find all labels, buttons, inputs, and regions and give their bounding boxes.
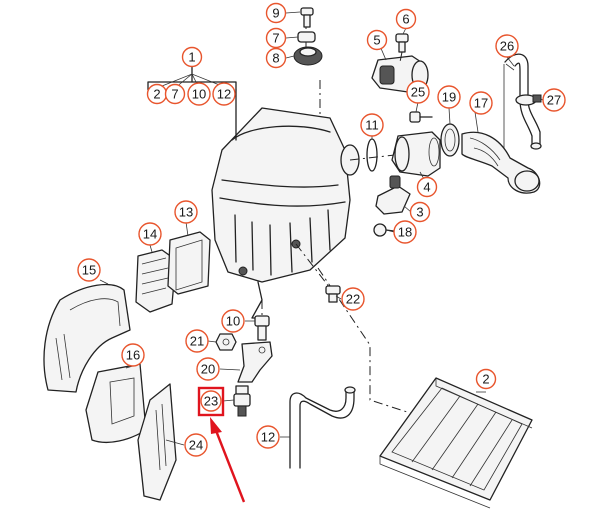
callout-label: 6	[402, 12, 409, 27]
callout-label: 19	[442, 90, 456, 105]
callout-label: 7	[272, 31, 279, 46]
callout-18: 18	[393, 220, 417, 244]
callout-9: 9	[265, 2, 287, 24]
screw-18	[373, 223, 395, 237]
callout-2-top: 2	[146, 83, 168, 105]
callout-10: 10	[221, 309, 245, 333]
spacer-7	[297, 31, 316, 43]
callout-21: 21	[185, 329, 209, 353]
callout-label: 3	[416, 205, 423, 220]
callout-4: 4	[416, 176, 438, 198]
callout-3: 3	[409, 201, 431, 223]
callout-2: 2	[475, 368, 497, 390]
callout-15: 15	[77, 258, 101, 282]
callout-label: 21	[190, 334, 204, 349]
callout-5: 5	[366, 29, 388, 51]
air-duct-15	[43, 283, 131, 393]
callout-10-top: 10	[187, 82, 211, 106]
assembly-line-housing-filter	[317, 267, 433, 421]
callout-label: 7	[171, 87, 178, 102]
callout-label: 25	[411, 85, 425, 100]
bracket-3	[375, 175, 411, 215]
nut-21	[215, 333, 237, 351]
callout-label: 8	[272, 51, 279, 66]
screw-25	[409, 111, 433, 123]
callout-25: 25	[406, 80, 430, 104]
callout-22: 22	[341, 287, 365, 311]
guide-panel-24	[137, 383, 177, 501]
callout-label: 17	[474, 96, 488, 111]
callout-label: 27	[547, 93, 561, 108]
drain-hose-12	[289, 386, 356, 469]
screw-6	[395, 33, 409, 53]
intake-hose-17	[461, 131, 541, 194]
callout-12: 12	[256, 425, 280, 449]
hose-clamp-19	[440, 123, 460, 157]
bolt-22	[325, 285, 341, 303]
callout-13: 13	[174, 200, 198, 224]
callout-20: 20	[196, 357, 220, 381]
screw-9	[300, 7, 314, 28]
gasket-14	[135, 249, 177, 313]
highlight-box	[197, 386, 225, 417]
callout-label: 4	[423, 180, 430, 195]
callout-7: 7	[265, 27, 287, 49]
temperature-sender-23	[233, 385, 251, 417]
callout-8: 8	[265, 47, 287, 69]
callout-7-top: 7	[164, 83, 186, 105]
callout-label: 16	[126, 348, 140, 363]
seal-ring-11	[366, 138, 378, 172]
callout-label: 5	[373, 33, 380, 48]
callout-label: 2	[153, 87, 160, 102]
callout-label: 11	[365, 118, 379, 133]
callout-label: 1	[188, 50, 195, 65]
callout-27: 27	[542, 88, 566, 112]
callout-label: 14	[143, 227, 157, 242]
hose-clamp-27	[515, 94, 542, 106]
callout-label: 13	[179, 205, 193, 220]
air-filter-housing	[211, 107, 360, 319]
callout-label: 10	[226, 314, 240, 329]
air-duct-16	[85, 363, 147, 444]
callout-label: 23	[204, 394, 218, 409]
callout-6: 6	[395, 8, 417, 30]
highlight-arrow	[210, 417, 246, 503]
callout-17: 17	[469, 91, 493, 115]
bracket-20	[237, 341, 273, 383]
callout-26: 26	[495, 34, 519, 58]
assembly-line-housing-sensor	[349, 154, 396, 161]
callout-label: 2	[482, 372, 489, 387]
callout-label: 20	[201, 362, 215, 377]
bolt-10	[254, 315, 270, 341]
callout-11: 11	[360, 113, 384, 137]
callout-19: 19	[437, 85, 461, 109]
callout-label: 22	[346, 292, 360, 307]
callout-12-top: 12	[212, 82, 236, 106]
sensor-housing-4	[391, 131, 441, 177]
callout-24: 24	[184, 433, 208, 457]
filter-element-2	[379, 377, 533, 509]
grommet-8	[293, 46, 323, 66]
callout-14: 14	[138, 222, 162, 246]
callout-label: 18	[398, 225, 412, 240]
callout-label: 12	[261, 430, 275, 445]
callout-1: 1	[181, 46, 203, 68]
callout-label: 12	[217, 87, 231, 102]
callout-label: 26	[500, 39, 514, 54]
callout-label: 9	[272, 6, 279, 21]
callout-label: 10	[192, 87, 206, 102]
callout-23: 23	[197, 386, 225, 417]
callout-16: 16	[121, 343, 145, 367]
callout-label: 24	[189, 438, 203, 453]
callout-label: 15	[82, 263, 96, 278]
gasket-13	[167, 231, 211, 295]
